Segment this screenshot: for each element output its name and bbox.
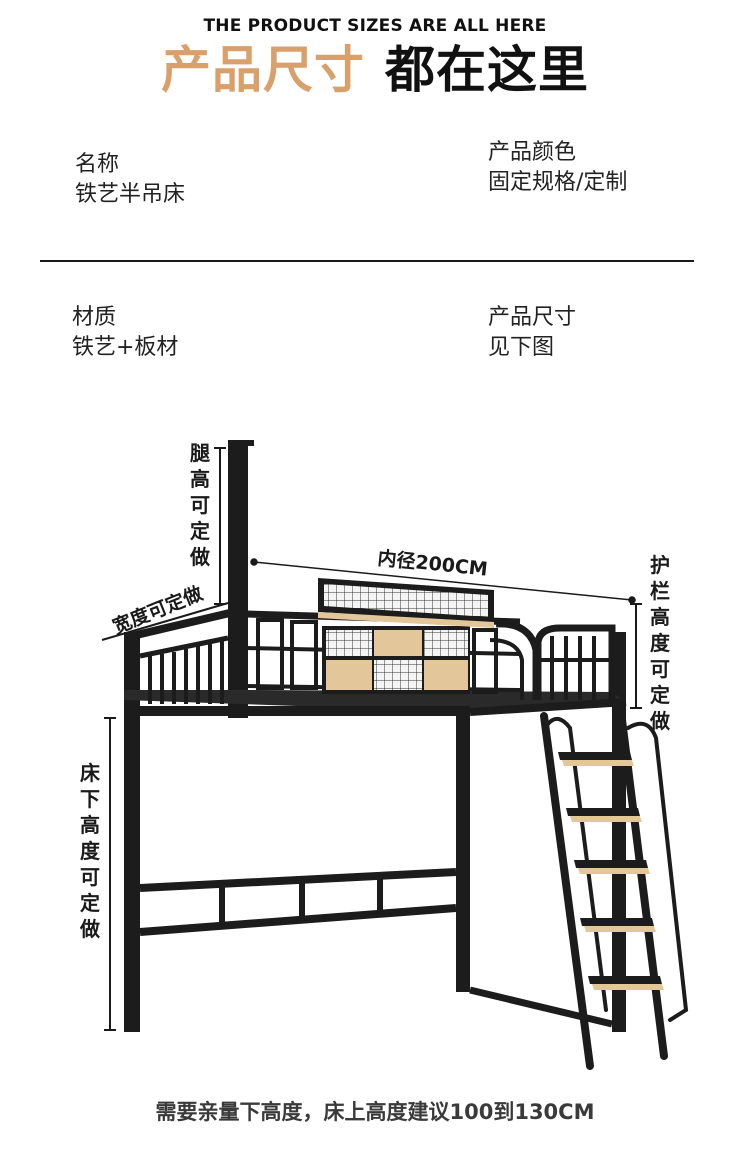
rail-height-label: 护栏高度可定做 <box>649 553 671 733</box>
under-height-dim <box>104 717 116 1031</box>
bed-deck <box>124 690 627 716</box>
page-title: 产品尺寸都在这里 <box>0 40 750 100</box>
info-color: 产品颜色 固定规格/定制 <box>488 138 627 198</box>
name-value: 铁艺半吊床 <box>75 182 186 207</box>
material-label: 材质 <box>72 305 117 330</box>
rail-height-dim <box>630 603 642 709</box>
lower-side-rail <box>139 868 613 1028</box>
color-value: 固定规格/定制 <box>488 170 628 195</box>
color-label: 产品颜色 <box>488 140 577 165</box>
storage-cabinet <box>322 626 470 694</box>
name-label: 名称 <box>75 152 120 177</box>
material-value: 铁艺+板材 <box>72 335 179 360</box>
under-height-label: 床下高度可定做 <box>79 761 101 941</box>
mesh-basket <box>318 578 494 628</box>
title-dark: 都在这里 <box>385 41 589 99</box>
right-guard-rail <box>534 624 616 700</box>
size-label: 产品尺寸 <box>488 305 577 330</box>
info-size: 产品尺寸 见下图 <box>488 303 576 363</box>
left-guard-rail <box>131 608 235 704</box>
inner-length-dim <box>250 558 636 604</box>
info-name: 名称 铁艺半吊床 <box>75 150 185 210</box>
ladder <box>540 712 689 1070</box>
title-accent: 产品尺寸 <box>161 41 365 99</box>
size-value: 见下图 <box>488 335 555 360</box>
section-divider <box>40 260 694 262</box>
info-material: 材质 铁艺+板材 <box>72 303 178 363</box>
width-dim <box>101 602 229 641</box>
footer-note: 需要亲量下高度，床上高度建议100到130CM <box>155 1100 595 1124</box>
leg-height-dim <box>214 447 226 605</box>
english-heading: THE PRODUCT SIZES ARE ALL HERE <box>203 16 547 36</box>
leg-height-label: 腿高可定做 <box>189 441 211 569</box>
